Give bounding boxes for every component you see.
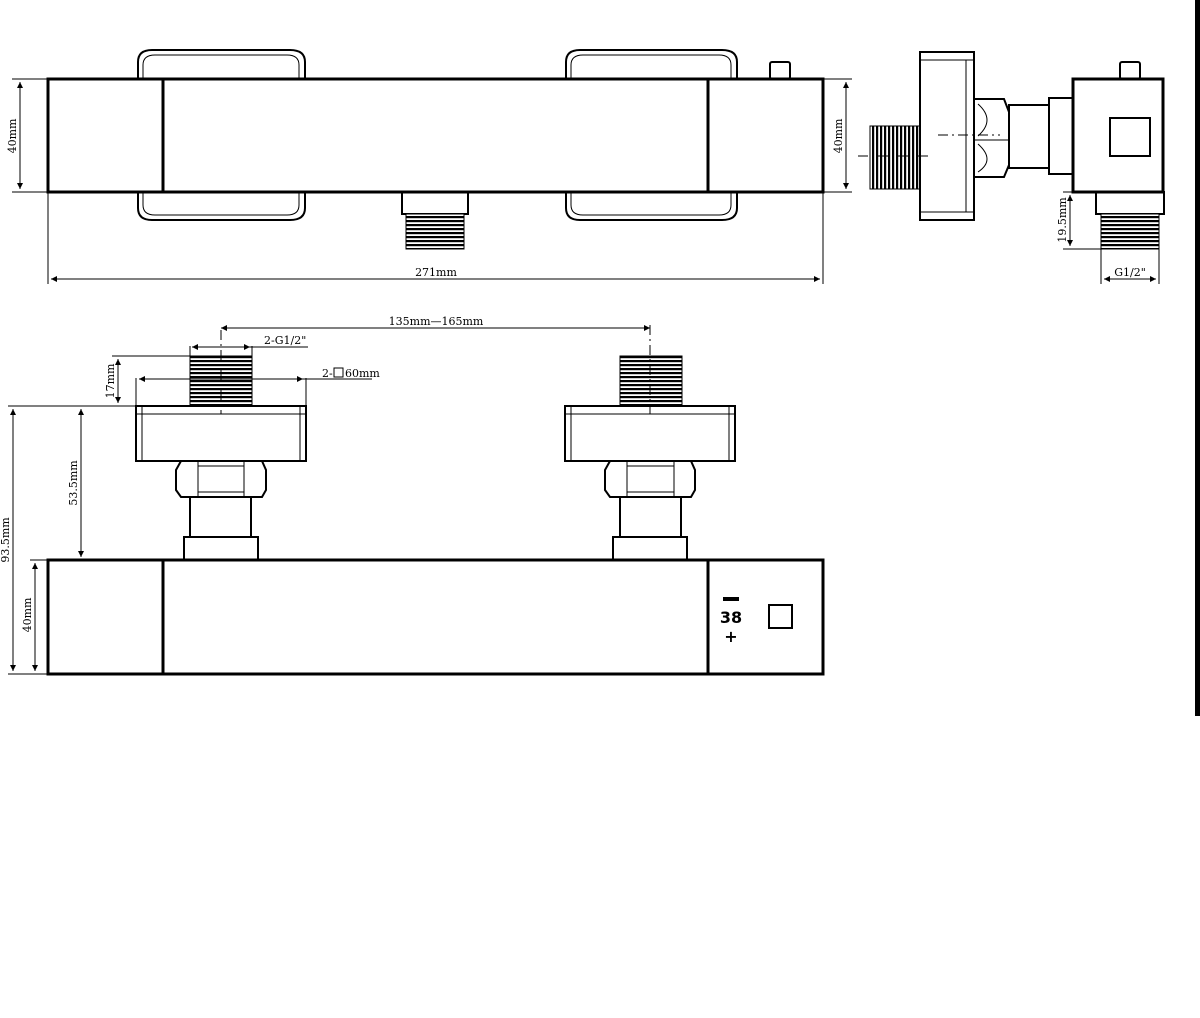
left-nut: [175, 460, 267, 498]
right-inlet-thread: [619, 355, 683, 407]
top-view: 40mm 40mm 271mm: [6, 49, 852, 284]
left-sleeve: [183, 536, 259, 561]
front-square-button: [768, 604, 793, 629]
right-sleeve: [612, 536, 688, 561]
square-symbol: [333, 367, 344, 378]
side-pipe: [1008, 104, 1050, 169]
dim-top-height-right: 40mm: [832, 118, 845, 153]
left-pipe: [189, 496, 252, 538]
dim-body-height: 40mm: [21, 597, 34, 632]
side-nut: [973, 98, 1010, 178]
left-handle-top: [137, 49, 306, 78]
side-square-button: [1109, 117, 1151, 157]
front-body: [46, 558, 825, 676]
right-pipe: [619, 496, 682, 538]
side-sleeve: [1048, 97, 1074, 175]
left-handle-bottom: [137, 192, 306, 221]
frame-edge: [1195, 0, 1200, 716]
side-inlet-thread: [869, 125, 921, 190]
top-button: [769, 61, 791, 80]
marking-minus: [723, 597, 739, 601]
dim-inlet-spacing: 135mm—165mm: [389, 315, 484, 328]
dim-eccentric-height: 53.5mm: [67, 460, 80, 506]
side-view: 19.5mm G1/2": [858, 51, 1165, 284]
bottom-outlet-thread: [405, 213, 465, 250]
marking-plus: +: [724, 627, 737, 646]
front-view: 38 + 135mm—165mm 2-G1/2" 2- 60mm 17mm 53…: [0, 315, 825, 676]
marking-temp: 38: [720, 608, 742, 627]
dim-inlet-thread-length: 17mm: [104, 363, 117, 398]
dim-overall-height: 93.5mm: [0, 517, 12, 563]
side-outlet-nut: [1095, 191, 1165, 215]
dim-inlet-threads: 2-G1/2": [264, 334, 306, 347]
dim-flange-prefix: 2-: [322, 367, 333, 380]
side-outlet-thread: [1100, 213, 1160, 250]
dim-side-outlet-thread: G1/2": [1114, 266, 1146, 279]
side-top-button: [1119, 61, 1141, 80]
right-handle-top: [565, 49, 738, 78]
dim-total-length: 271mm: [415, 266, 457, 279]
bottom-outlet-nut: [401, 191, 469, 215]
right-nut: [604, 460, 696, 498]
dim-side-outlet-height: 19.5mm: [1056, 197, 1069, 243]
dim-flange-size: 60mm: [345, 367, 380, 380]
right-handle-bottom: [565, 192, 738, 221]
dim-top-height-left: 40mm: [6, 118, 19, 153]
